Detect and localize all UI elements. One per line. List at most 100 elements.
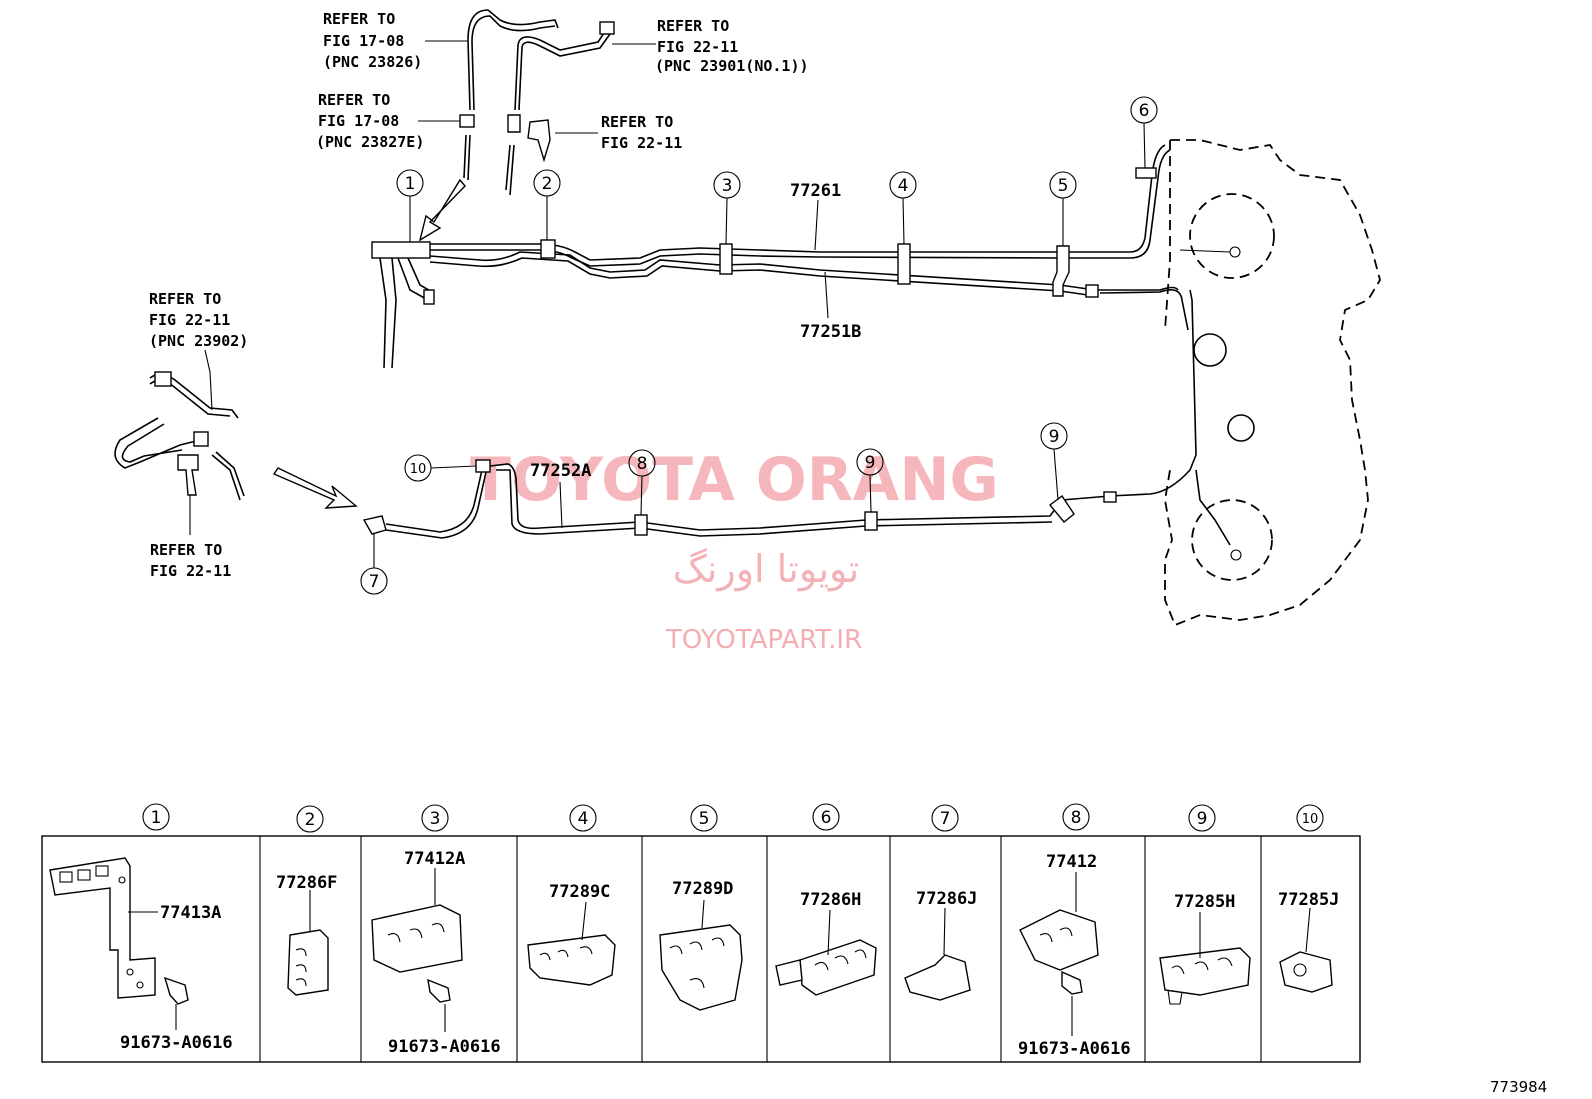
refer-line: FIG 22-11 xyxy=(150,562,231,580)
upper-hoses xyxy=(459,9,615,196)
part-77412a xyxy=(371,868,463,1032)
svg-text:10: 10 xyxy=(1302,812,1319,827)
refer-line: REFER TO xyxy=(601,113,673,131)
refer-line: REFER TO xyxy=(150,541,222,559)
column-6-header: 6 xyxy=(812,803,840,831)
callout-5: 5 xyxy=(1049,171,1077,246)
refer-line: FIG 17-08 xyxy=(323,32,404,50)
part-77289c xyxy=(527,901,616,986)
part-label-91673-a0616-1: 91673-A0616 xyxy=(120,1033,233,1053)
refer-line: (PNC 23901(NO.1)) xyxy=(655,57,809,75)
part-77413a xyxy=(49,857,189,1030)
direction-arrows xyxy=(272,178,466,509)
part-label-77413a: 77413A xyxy=(160,903,221,923)
part-label-77286j: 77286J xyxy=(916,889,977,909)
refer-line: REFER TO xyxy=(323,10,395,28)
refer-line: REFER TO xyxy=(149,290,221,308)
svg-text:9: 9 xyxy=(865,453,876,473)
callout-7: 7 xyxy=(360,534,388,595)
refer-line: FIG 17-08 xyxy=(318,112,399,130)
body-outline xyxy=(1164,139,1381,627)
watermark-brand: TOYOTA ORANG xyxy=(470,445,999,515)
svg-text:2: 2 xyxy=(542,174,553,194)
svg-text:8: 8 xyxy=(637,454,648,474)
column-9-header: 9 xyxy=(1188,804,1216,832)
part-77286f xyxy=(287,890,329,996)
part-77289d xyxy=(659,899,743,1011)
callout-6: 6 xyxy=(1130,96,1158,169)
svg-text:1: 1 xyxy=(405,174,416,194)
part-label-91673-a0616-3: 91673-A0616 xyxy=(388,1037,501,1057)
callout-8: 8 xyxy=(628,449,656,516)
refer-note-1: REFER TO FIG 17-08 (PNC 23826) xyxy=(323,10,468,71)
figure-number: 773984 xyxy=(1490,1078,1547,1096)
refer-note-3: REFER TO FIG 17-08 (PNC 23827E) xyxy=(316,91,462,151)
svg-text:8: 8 xyxy=(1071,808,1082,828)
part-label-77412a: 77412A xyxy=(404,849,465,869)
part-label-77289c: 77289C xyxy=(549,882,610,902)
refer-line: REFER TO xyxy=(318,91,390,109)
svg-text:1: 1 xyxy=(151,808,162,828)
svg-text:9: 9 xyxy=(1049,427,1060,447)
svg-text:6: 6 xyxy=(821,808,832,828)
column-8-header: 8 xyxy=(1062,803,1090,831)
callout-9b: 9 xyxy=(1040,422,1068,501)
part-77286j xyxy=(904,907,971,1001)
part-label-77285h: 77285H xyxy=(1174,892,1235,912)
watermark-url: TOYOTAPART.IR xyxy=(665,625,862,655)
callout-3: 3 xyxy=(713,171,741,245)
refer-line: (PNC 23827E) xyxy=(316,133,424,151)
refer-note-4: REFER TO FIG 22-11 xyxy=(555,113,682,152)
tube-label-77261: 77261 xyxy=(790,181,841,201)
refer-note-2: REFER TO FIG 22-11 (PNC 23901(NO.1)) xyxy=(612,17,809,75)
part-label-77285j: 77285J xyxy=(1278,890,1339,910)
refer-line: FIG 22-11 xyxy=(601,134,682,152)
column-3-header: 3 xyxy=(421,804,449,832)
column-4-header: 4 xyxy=(569,804,597,832)
svg-text:3: 3 xyxy=(722,176,733,196)
svg-text:2: 2 xyxy=(305,810,316,830)
part-label-77412: 77412 xyxy=(1046,852,1097,872)
callouts: 1 2 3 4 5 6 7 xyxy=(360,96,1158,595)
part-77412 xyxy=(1019,872,1099,1036)
column-10-header: 10 xyxy=(1296,804,1324,832)
callout-4: 4 xyxy=(889,171,917,245)
column-1-header: 1 xyxy=(142,803,170,831)
parts-table: 1 2 3 4 5 6 7 8 xyxy=(41,803,1361,1063)
part-77286h xyxy=(775,909,877,996)
svg-text:4: 4 xyxy=(898,176,909,196)
tube-labels: 77261 77251B 77252A xyxy=(530,181,861,529)
column-5-header: 5 xyxy=(690,804,718,832)
refer-note-5: REFER TO FIG 22-11 (PNC 23902) xyxy=(149,290,248,411)
watermark: TOYOTA ORANG تویوتا اورنگ TOYOTAPART.IR xyxy=(470,445,999,655)
refer-line: FIG 22-11 xyxy=(149,311,230,329)
part-label-77289d: 77289D xyxy=(672,879,733,899)
svg-text:5: 5 xyxy=(699,809,710,829)
part-label-77286h: 77286H xyxy=(800,890,861,910)
svg-text:9: 9 xyxy=(1197,809,1208,829)
refer-line: (PNC 23826) xyxy=(323,53,422,71)
watermark-brand-fa: تویوتا اورنگ xyxy=(673,547,860,592)
svg-text:3: 3 xyxy=(430,809,441,829)
part-label-77286f: 77286F xyxy=(276,873,337,893)
tube-label-77252a: 77252A xyxy=(530,461,591,481)
svg-text:10: 10 xyxy=(410,462,427,477)
refer-line: (PNC 23902) xyxy=(149,332,248,350)
refer-line: REFER TO xyxy=(657,17,729,35)
tube-label-77251b: 77251B xyxy=(800,322,861,342)
column-2-header: 2 xyxy=(296,805,324,833)
callout-2: 2 xyxy=(533,169,561,240)
callout-9: 9 xyxy=(856,448,884,513)
svg-text:5: 5 xyxy=(1058,176,1069,196)
svg-text:7: 7 xyxy=(369,572,380,592)
part-label-91673-a0616-8: 91673-A0616 xyxy=(1018,1039,1131,1059)
callout-10: 10 xyxy=(404,454,477,482)
part-77285h xyxy=(1159,912,1251,1005)
refer-note-6: REFER TO FIG 22-11 xyxy=(150,480,231,580)
svg-text:7: 7 xyxy=(940,809,951,829)
refer-line: FIG 22-11 xyxy=(657,38,738,56)
svg-text:6: 6 xyxy=(1139,101,1150,121)
column-7-header: 7 xyxy=(931,804,959,832)
svg-text:4: 4 xyxy=(578,809,589,829)
